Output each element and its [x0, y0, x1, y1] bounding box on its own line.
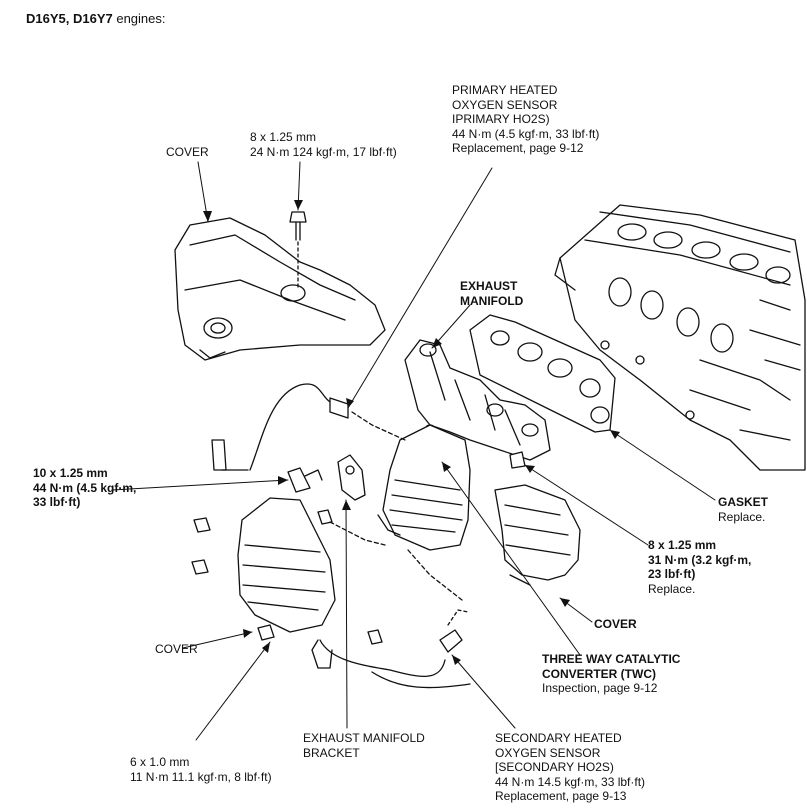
right-nut-note: Replace. — [648, 581, 696, 596]
secondary-ho2s-label: SECONDARY HEATED OXYGEN SENSOR [SECONDAR… — [495, 731, 645, 804]
primary-ho2s-torque: 44 N·m (4.5 kgf·m, 33 lbf·ft) — [452, 126, 600, 141]
engine-suffix: engines: — [112, 11, 166, 26]
top-bolt-size: 8 x 1.25 mm — [250, 130, 317, 144]
engine-block — [554, 204, 806, 471]
exhaust-manifold-line-2: MANIFOLD — [460, 293, 524, 308]
secondary-ho2s-reference: Replacement, page 9-13 — [495, 789, 627, 803]
secondary-ho2s-torque: 44 N·m 14.5 kgf·m, 33 lbf·ft) — [495, 774, 646, 789]
gasket-name: GASKET — [718, 495, 769, 509]
secondary-ho2s-line-1: SECONDARY HEATED — [495, 731, 622, 745]
right-nut-torque-1: 31 N·m (3.2 kgf·m, — [648, 552, 752, 567]
twc-line-2: CONVERTER (TWC) — [542, 666, 656, 681]
leader-lines — [111, 161, 716, 741]
bottom-bolt-label: 6 x 1.0 mm 11 N·m 11.1 kgf·m, 8 lbf·ft) — [130, 755, 272, 784]
secondary-ho2s-line-3: [SECONDARY HO2S) — [495, 760, 614, 774]
top-bolt-torque: 24 N·m 124 kgf·m, 17 lbf·ft) — [250, 144, 397, 159]
twc-line-1: THREE WAY CATALYTIC — [542, 652, 681, 666]
lower-right-cover — [494, 484, 581, 586]
left-bolt-label: 10 x 1.25 mm 44 N·m (4.5 kgf·m, 33 lbf·f… — [33, 466, 136, 510]
gasket-note: Replace. — [718, 509, 766, 524]
primary-ho2s-reference: Replacement, page 9-12 — [452, 141, 584, 155]
engine-models: D16Y5, D16Y7 — [26, 11, 113, 26]
diagram-header: D16Y5, D16Y7 engines: — [26, 11, 166, 27]
left-bolt-torque-2: 33 lbf·ft) — [33, 495, 81, 509]
gasket-nut — [509, 451, 526, 469]
left-bolt-size: 10 x 1.25 mm — [33, 466, 108, 480]
twc-reference: Inspection, page 9-12 — [542, 681, 658, 695]
bracket-label: EXHAUST MANIFOLD BRACKET — [303, 731, 425, 760]
secondary-ho2s-line-2: OXYGEN SENSOR — [495, 745, 601, 760]
cover-left-label: COVER — [155, 642, 198, 656]
primary-ho2s-label: PRIMARY HEATED OXYGEN SENSOR IPRIMARY HO… — [452, 83, 599, 156]
manifold-bracket — [337, 454, 366, 501]
twc-label: THREE WAY CATALYTIC CONVERTER (TWC) Insp… — [542, 652, 680, 696]
left-bolts — [191, 467, 383, 645]
primary-sensor-wire — [211, 383, 406, 471]
exhaust-manifold-label: EXHAUST MANIFOLD — [460, 279, 523, 308]
arrowheads — [203, 200, 620, 665]
bracket-line-2: BRACKET — [303, 745, 360, 760]
primary-ho2s-line-1: PRIMARY HEATED — [452, 83, 558, 97]
assembly-lines — [329, 521, 463, 601]
secondary-sensor-wire — [311, 609, 471, 689]
upper-cover — [174, 217, 386, 361]
right-nut-label: 8 x 1.25 mm 31 N·m (3.2 kgf·m, 23 lbf·ft… — [648, 538, 751, 596]
exhaust-manifold-line-1: EXHAUST — [460, 279, 518, 293]
bottom-bolt-size: 6 x 1.0 mm — [130, 755, 190, 769]
lower-left-cover — [237, 497, 336, 633]
gasket-label: GASKET Replace. — [718, 495, 768, 524]
catalytic-converter — [377, 424, 471, 551]
left-bolt-torque-1: 44 N·m (4.5 kgf·m, — [33, 480, 137, 495]
primary-ho2s-line-3: IPRIMARY HO2S) — [452, 112, 550, 126]
primary-ho2s-line-2: OXYGEN SENSOR — [452, 97, 558, 112]
manifold-gasket — [469, 314, 616, 433]
bottom-bolt-torque: 11 N·m 11.1 kgf·m, 8 lbf·ft) — [130, 769, 272, 784]
cover-right-label: COVER — [594, 617, 637, 631]
right-nut-torque-2: 23 lbf·ft) — [648, 567, 696, 581]
right-nut-size: 8 x 1.25 mm — [648, 538, 717, 552]
bracket-line-1: EXHAUST MANIFOLD — [303, 731, 425, 745]
cover-top-label: COVER — [166, 145, 209, 159]
top-bolt — [289, 211, 307, 291]
top-bolt-label: 8 x 1.25 mm 24 N·m 124 kgf·m, 17 lbf·ft) — [250, 130, 397, 159]
